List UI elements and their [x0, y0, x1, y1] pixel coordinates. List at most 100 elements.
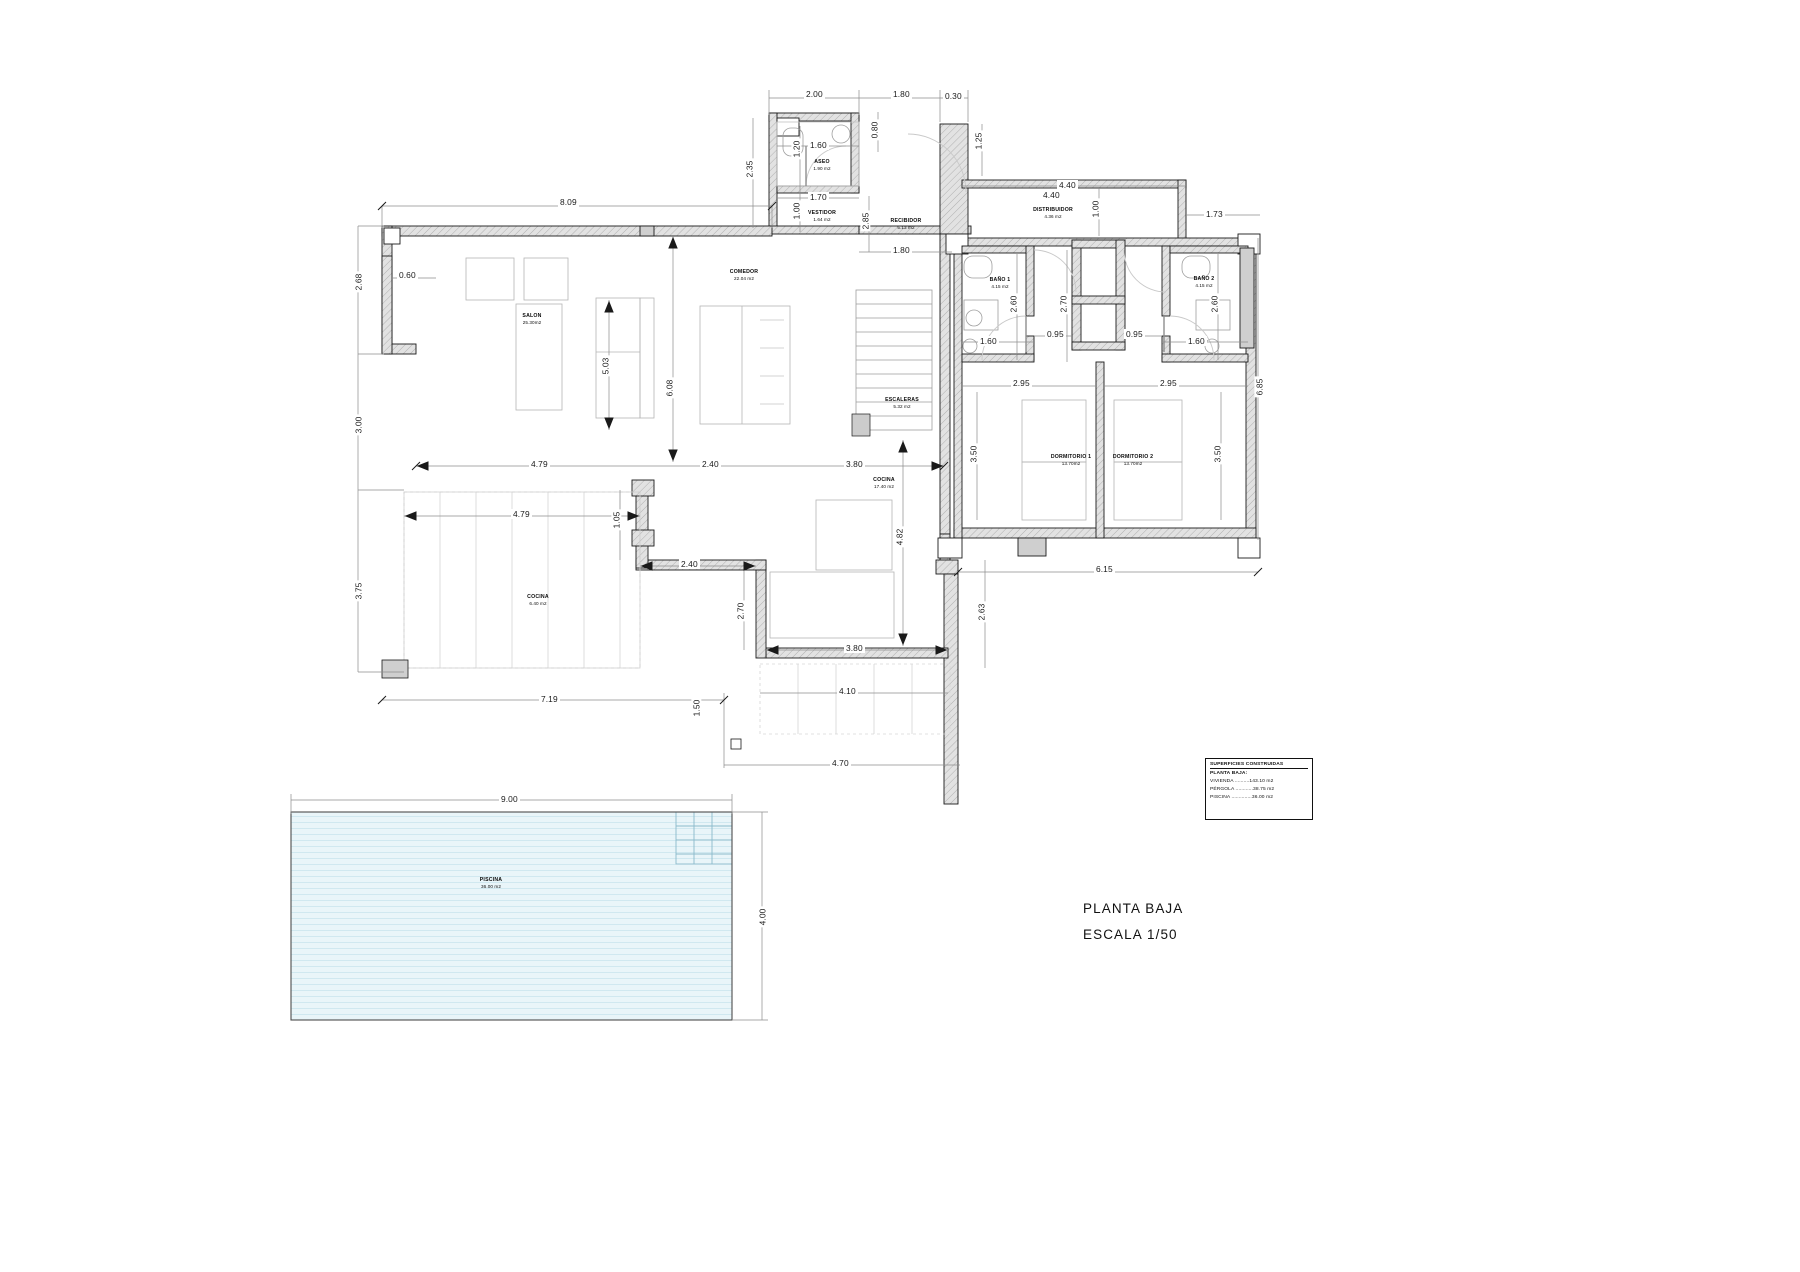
dimension-label-v: 1.00 [1090, 198, 1101, 220]
dimension-label-h: 1.80 [891, 245, 912, 255]
room-area: 5.32 m2 [893, 403, 911, 409]
room-name: PISCINA [479, 877, 503, 883]
room-name: ASEO [814, 159, 830, 165]
dimension-label-h: 8.09 [558, 197, 579, 207]
room-name: COCINA [527, 594, 549, 600]
dimension-label-h: 1.80 [891, 89, 912, 99]
room-name: COMEDOR [729, 269, 759, 275]
dimension-label-h: 1.60 [1186, 336, 1207, 346]
dimension-label-v: 3.00 [353, 414, 364, 436]
dimension-label-v: 1.20 [791, 138, 802, 160]
dimension-label-h: 2.95 [1158, 378, 1179, 388]
dimension-label-h: 7.19 [539, 694, 560, 704]
dimension-label-v: 1.25 [973, 130, 984, 152]
dimension-label-v: 6.85 [1254, 376, 1265, 398]
legend-row-vivienda: VIVIENDA ..........143.10 m2 [1210, 778, 1274, 784]
dimension-label-h: 0.95 [1045, 329, 1066, 339]
dimension-label-v: 2.35 [744, 158, 755, 180]
room-area: 4.15 m2 [991, 283, 1009, 289]
dimension-label-h: 4.40 [1041, 190, 1062, 200]
dimension-label-h: 1.70 [808, 192, 829, 202]
pergola-paving [381, 491, 951, 750]
dimension-label-h: 0.95 [1124, 329, 1145, 339]
room-name: ESCALERAS [885, 397, 919, 403]
legend-row-pergola: PÉRGOLA ............38.75 m2 [1210, 786, 1275, 792]
dimension-label-v: 2.60 [1008, 293, 1019, 315]
room-name: BAÑO 2 [1193, 276, 1215, 282]
dimension-label-v: 3.50 [968, 443, 979, 465]
room-area: 36.00 m2 [481, 883, 501, 889]
room-name: DORMITORIO 2 [1112, 454, 1154, 460]
dimension-label-v: 6.08 [664, 377, 675, 399]
room-area: 1.90 m2 [813, 165, 831, 171]
dimension-label-v: 3.50 [1212, 443, 1223, 465]
swimming-pool [290, 811, 733, 1021]
dimension-label-v: 3.75 [353, 580, 364, 602]
dimension-label-h: 1.60 [978, 336, 999, 346]
room-name: DORMITORIO 1 [1050, 454, 1092, 460]
dimension-label-h: 3.80 [844, 643, 865, 653]
dimension-ticks [377, 201, 1263, 705]
room-area: 4.15 m2 [1195, 282, 1213, 288]
room-area: 13.70m2 [1061, 460, 1081, 466]
dimension-label-v: 2.63 [976, 601, 987, 623]
room-area: 5.13 m2 [897, 224, 915, 230]
room-name: DISTRIBUIDOR [1033, 207, 1073, 213]
dimension-label-h: 4.10 [837, 686, 858, 696]
dimension-label-v: 4.00 [757, 906, 768, 928]
dimension-label-v: 1.00 [791, 200, 802, 222]
furniture-layer [465, 121, 1231, 639]
room-name: COCINA [873, 477, 895, 483]
dimension-label-h: 2.95 [1011, 378, 1032, 388]
dimension-label-h: 4.79 [511, 509, 532, 519]
room-area: 17.40 m2 [874, 483, 894, 489]
room-area: 1.64 m2 [813, 216, 831, 222]
room-area: 13.70m2 [1123, 460, 1143, 466]
legend-header: SUPERFICIES CONSTRUIDAS [1210, 762, 1308, 769]
dimension-label-h: 4.79 [529, 459, 550, 469]
room-name: BAÑO 1 [989, 277, 1011, 283]
dimension-label-h: 3.80 [844, 459, 865, 469]
dimension-label-v: 2.60 [1209, 293, 1220, 315]
dimension-label-v: 2.85 [860, 210, 871, 232]
room-name: SALON [522, 313, 542, 319]
dimension-label-h: 2.40 [679, 559, 700, 569]
room-area: 25.30m2 [522, 319, 542, 325]
dimension-label-h: 2.40 [700, 459, 721, 469]
dimension-label-h: 9.00 [499, 794, 520, 804]
areas-legend-box: SUPERFICIES CONSTRUIDAS PLANTA BAJA: VIV… [1205, 758, 1313, 820]
dimension-label-h: 6.15 [1094, 564, 1115, 574]
dimension-label-v: 2.70 [1058, 293, 1069, 315]
dimension-label-h: 0.60 [397, 270, 418, 280]
dimension-label-v: 2.68 [353, 271, 364, 293]
room-area: 6.40 m2 [529, 600, 547, 606]
room-name: RECIBIDOR [890, 218, 922, 224]
dimension-label-v: 5.03 [600, 355, 611, 377]
room-area: 4.36 m2 [1044, 213, 1062, 219]
dimension-label-h: 4.40 [1057, 180, 1078, 190]
room-name: VESTIDOR [807, 210, 837, 216]
dimension-label-v: 0.80 [869, 119, 880, 141]
legend-subheader: PLANTA BAJA: [1210, 770, 1248, 776]
dimension-label-h: 1.73 [1204, 209, 1225, 219]
drawing-scale: ESCALA 1/50 [1083, 927, 1178, 942]
dimension-label-v: 1.50 [691, 697, 702, 719]
dimension-label-v: 4.82 [894, 526, 905, 548]
room-area: 22.04 m2 [734, 275, 754, 281]
dimension-arrows [404, 236, 948, 655]
dimension-label-h: 0.30 [943, 91, 964, 101]
dimension-label-h: 1.60 [808, 140, 829, 150]
